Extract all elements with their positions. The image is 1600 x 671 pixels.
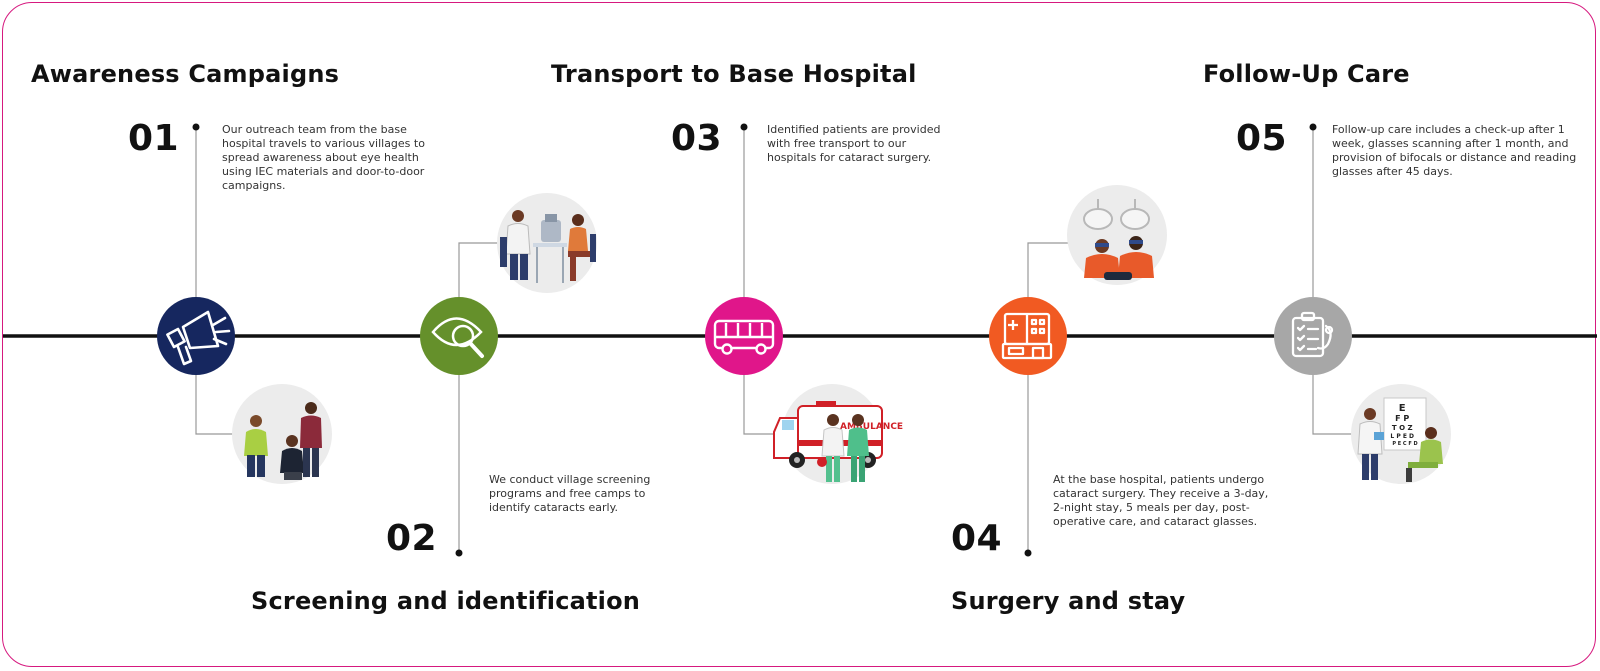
eye-magnifier-icon — [431, 317, 484, 358]
step-3-dot — [740, 123, 748, 131]
step-3-description: Identified patients are provided with fr… — [767, 123, 941, 164]
eye-chart-row-3: T O Z — [1392, 424, 1413, 432]
step-2-title: Screening and identification — [251, 587, 641, 615]
step-2-icon-circle — [420, 297, 498, 375]
step-5-connectors — [1312, 128, 1360, 435]
clipboard-stethoscope-icon — [1291, 311, 1334, 358]
step-2-dot — [455, 549, 463, 557]
eye-chart-row-4: L P E D — [1390, 433, 1414, 440]
step-1-title: Awareness Campaigns — [31, 60, 340, 88]
eye-chart-row-2: F P — [1395, 414, 1409, 423]
megaphone-icon — [166, 310, 231, 366]
eye-screening-illustration — [497, 193, 597, 293]
villagers-illustration — [232, 384, 332, 484]
step-5-number: 05 — [1236, 118, 1288, 159]
step-1-description: Our outreach team from the base hospital… — [222, 123, 425, 192]
step-4-dot — [1024, 549, 1032, 557]
step-1-number: 01 — [128, 118, 180, 159]
ambulance-label: AMBULANCE — [840, 422, 903, 432]
step-2-number: 02 — [386, 518, 438, 559]
step-3-number: 03 — [671, 118, 723, 159]
step-2-description: We conduct village screening programs an… — [489, 473, 651, 514]
ambulance-illustration: AMBULANCE — [773, 384, 903, 484]
step-3-icon-circle — [705, 297, 783, 375]
step-4-title: Surgery and stay — [951, 587, 1186, 615]
step-1-icon-circle — [157, 297, 235, 375]
step-5-dot — [1309, 123, 1317, 131]
step-4-description: At the base hospital, patients undergo c… — [1053, 473, 1269, 528]
svg-text:E F P T O Z: E F P T O Z L P E D P E C F D — [1390, 396, 1419, 447]
step-1-connectors — [195, 128, 246, 435]
hospital-icon — [1001, 312, 1053, 360]
step-4-number: 04 — [951, 518, 1003, 559]
step-1-dot — [192, 123, 200, 131]
eye-test-illustration: E F P T O Z L P E D P E C F D — [1351, 384, 1451, 484]
step-4-icon-circle — [989, 297, 1067, 375]
surgery-illustration — [1067, 185, 1167, 285]
step-2-connectors — [458, 242, 510, 552]
eye-chart-row-5: P E C F D — [1392, 441, 1417, 447]
step-4-connectors — [1027, 242, 1075, 552]
step-5-title: Follow-Up Care — [1203, 60, 1410, 88]
step-5-icon-circle — [1274, 297, 1352, 375]
step-5-description: Follow-up care includes a check-up after… — [1332, 123, 1577, 178]
bus-icon — [713, 319, 775, 355]
step-3-connectors — [743, 128, 790, 435]
eye-chart-row-1: E — [1399, 403, 1406, 414]
step-3-title: Transport to Base Hospital — [551, 60, 917, 88]
